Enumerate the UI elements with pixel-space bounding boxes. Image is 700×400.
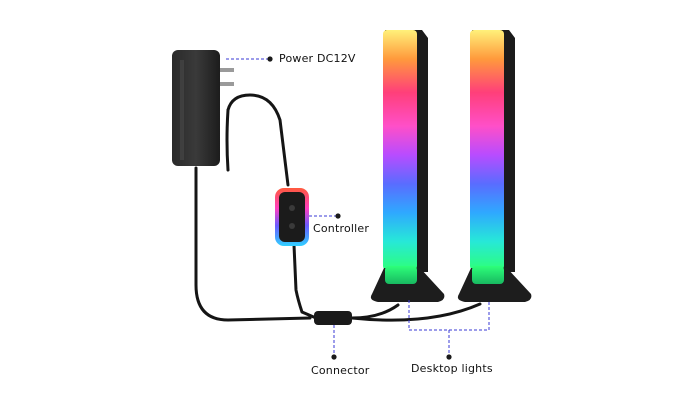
connector-dot: [331, 354, 337, 360]
connector-to-bar-1-cable: [350, 303, 400, 320]
desktop-lights-dot: [446, 354, 452, 360]
connector-label: Connector: [311, 364, 370, 377]
controller-button-icon: [289, 223, 295, 229]
power-label: Power DC12V: [279, 52, 356, 65]
plug-prong-icon: [220, 82, 234, 86]
controller-dot: [335, 213, 341, 219]
power-adapter: [172, 50, 234, 166]
controller-to-connector-cable: [292, 243, 318, 320]
controller-device: [275, 188, 309, 246]
callout-dots: [267, 56, 452, 360]
connector-to-bar-2-cable: [350, 302, 482, 322]
adapter-cable: [194, 166, 312, 322]
callout-leaders: [226, 58, 490, 356]
connector-device: [314, 311, 352, 325]
power-dot: [267, 56, 273, 62]
controller-button-icon: [289, 205, 295, 211]
controller-label: Controller: [313, 222, 370, 235]
adapter-to-controller-cable: [226, 93, 290, 187]
desktop-lights-label: Desktop lights: [411, 362, 493, 375]
cables: [194, 93, 482, 322]
plug-prong-icon: [220, 68, 234, 72]
light-bar-2: [457, 30, 532, 302]
light-bar-1: [370, 30, 445, 302]
